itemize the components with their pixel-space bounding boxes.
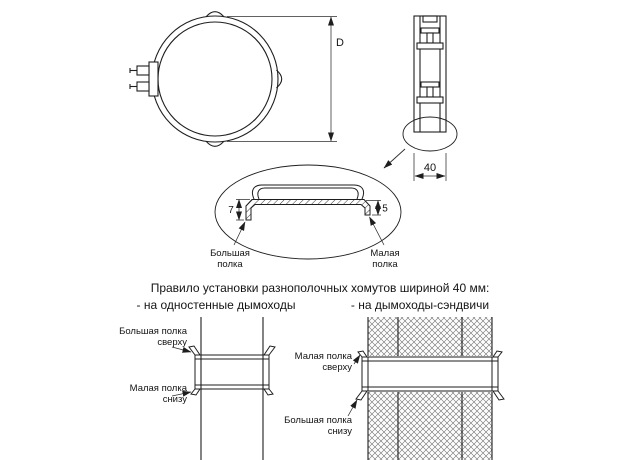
single-wall-annotations: Большая полка сверху Малая полка снизу (119, 326, 192, 405)
small-flange-leader (369, 216, 385, 246)
mounting-ear-bottom (205, 140, 225, 147)
dimension-band-width: 40 (413, 153, 447, 181)
flange-detail-view: 7 5 Большая полка Малая полка (210, 164, 402, 270)
single-wall-top-label-line2: сверху (157, 337, 187, 348)
single-wall-bottom-label-line1: Малая полка (130, 383, 188, 394)
big-flange-label-line1: Большая (210, 248, 250, 259)
clamp-outer-ring (151, 15, 279, 143)
big-flange-lip-bottom-left (355, 390, 368, 401)
sandwich-top-label-line2: сверху (322, 362, 352, 373)
clamp-front-view (129, 11, 283, 147)
single-wall-diagram: Большая полка сверху Малая полка снизу (119, 317, 276, 460)
top-label-leader (171, 346, 192, 353)
small-flange-lip-bottom-left (190, 388, 201, 396)
insulation-hatch-top (368, 317, 492, 357)
clamp-band-side (188, 345, 276, 396)
clamp-band-side (355, 350, 505, 401)
dimension-big-flange: 7 (228, 199, 250, 221)
single-wall-top-label-line1: Большая полка (119, 326, 188, 337)
big-flange-lip-top-right (263, 345, 276, 356)
big-flange-lip-bottom-right (492, 390, 505, 401)
sandwich-top-label-line1: Малая полка (295, 351, 353, 362)
dimension-big-flange-label: 7 (228, 205, 234, 216)
small-flange-lip-top-right (492, 350, 503, 358)
small-flange-label-line2: полка (372, 259, 398, 270)
bottom-label-leader (347, 399, 358, 417)
sandwich-bottom-label-line2: снизу (328, 426, 353, 437)
header-single-wall: - на одностенные дымоходы (137, 298, 296, 312)
small-flange-label-line1: Малая (370, 248, 399, 259)
detail-bubble (214, 164, 402, 260)
small-flange-lip-bottom-right (263, 388, 274, 396)
band-top-profile-outer (251, 184, 365, 200)
header-sandwich: - на дымоходы-сэндвичи (351, 298, 489, 312)
big-flange-leader (233, 221, 246, 246)
bolt-unit-top (416, 27, 444, 50)
dimension-band-width-label: 40 (424, 162, 436, 174)
dimension-diameter-label: D (336, 37, 344, 49)
top-label-leader (352, 354, 361, 365)
detail-pointer-arrow (383, 148, 406, 169)
clamp-side-view (402, 15, 458, 152)
mounting-ear-top (205, 11, 225, 18)
single-wall-bottom-label-line2: снизу (163, 394, 188, 405)
bottom-label-leader (171, 390, 192, 397)
clamp-inner-ring (157, 21, 273, 137)
band-top-profile-inner (257, 187, 359, 200)
sandwich-diagram: Малая полка сверху Большая полка снизу (284, 317, 505, 460)
bolt-unit-bottom (416, 81, 444, 104)
bolt-assembly (129, 61, 159, 97)
band-lock-tab (422, 15, 438, 23)
dimension-small-flange-label: 5 (382, 204, 388, 215)
big-flange-lip-top-left (188, 345, 201, 356)
rule-title: Правило установки разнополочных хомутов … (151, 281, 490, 295)
detail-zone-ellipse (402, 116, 458, 152)
sandwich-bottom-label-line1: Большая полка (284, 415, 353, 426)
dimension-small-flange: 5 (366, 200, 388, 216)
dimension-diameter: D (227, 16, 344, 142)
small-flange-lip-top-left (357, 350, 368, 358)
mounting-ear-right (276, 69, 283, 89)
band-front-mask (357, 356, 503, 392)
sandwich-annotations: Малая полка сверху Большая полка снизу (284, 351, 361, 437)
band-cross-section (245, 199, 371, 221)
big-flange-label-line2: полка (217, 259, 243, 270)
insulation-hatch-bottom (368, 391, 492, 460)
